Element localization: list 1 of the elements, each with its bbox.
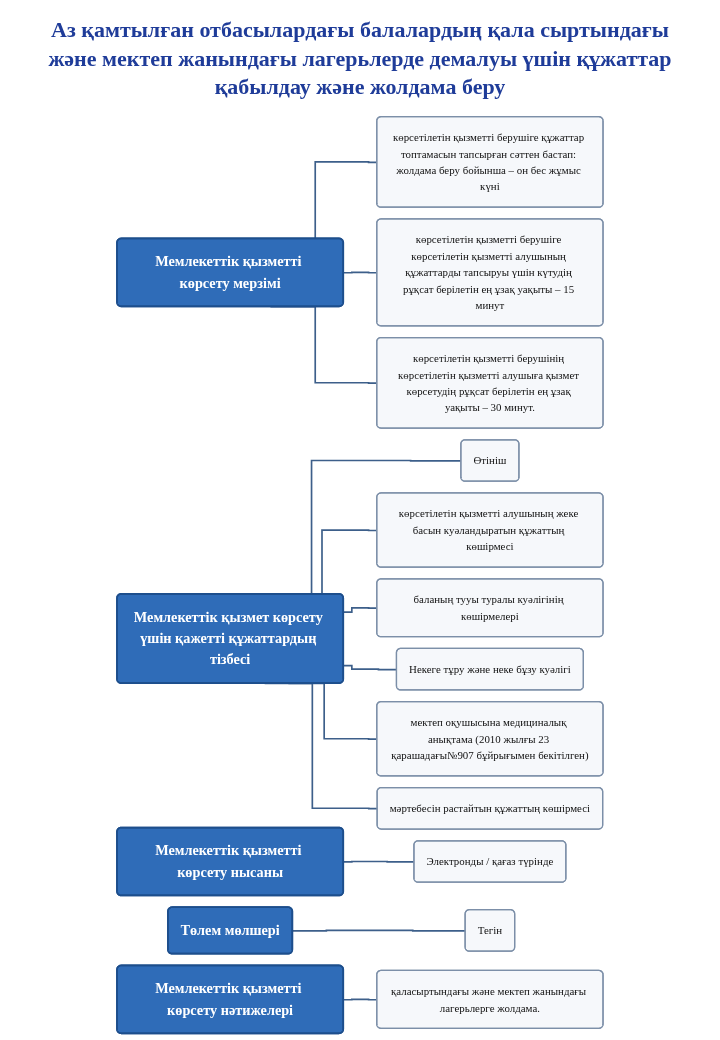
diagram-title: Аз қамтылған отбасылардағы балалардың қала сыртындағы және мектеп жанындағы лагерьлерде демалуы үшін құжаттар қабылдау және жолдама беру: [47, 16, 673, 102]
